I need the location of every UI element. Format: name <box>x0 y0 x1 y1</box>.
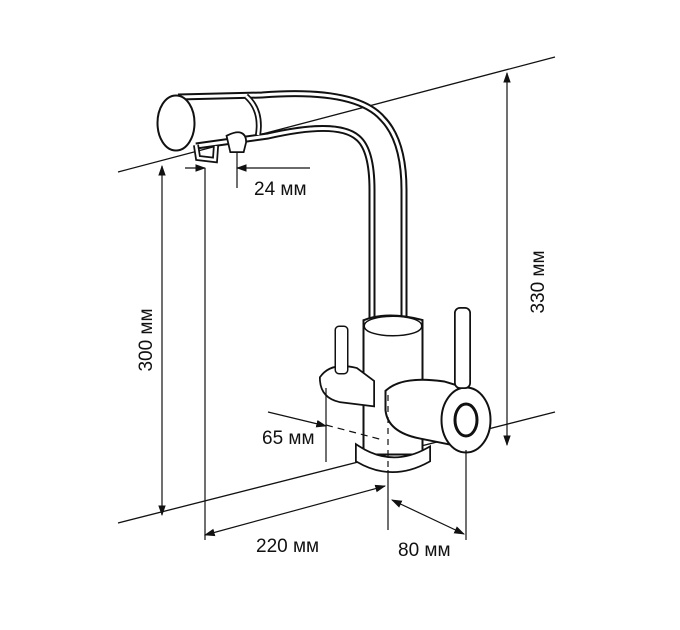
faucet-drawing <box>156 90 492 473</box>
dimension-handle-offset-label: 80 мм <box>398 540 451 561</box>
dimension-height-outlet: 300 мм <box>136 164 166 517</box>
wall-top-line <box>117 56 556 173</box>
dimension-reach-label: 220 мм <box>256 536 319 557</box>
dimension-spout-hole: 24 мм <box>185 152 310 540</box>
dimension-height-total: 330 мм <box>503 71 549 447</box>
dimension-handle-offset: 80 мм <box>391 499 465 561</box>
dimension-reach: 220 мм <box>203 484 387 557</box>
dimension-inlet-offset-label: 65 мм <box>262 428 315 449</box>
dimension-inlet-offset: 65 мм <box>262 388 384 462</box>
dimension-spout-hole-label: 24 мм <box>254 179 307 200</box>
dimension-height-outlet-label: 300 мм <box>136 308 157 371</box>
dimension-height-total-label: 330 мм <box>528 250 549 313</box>
